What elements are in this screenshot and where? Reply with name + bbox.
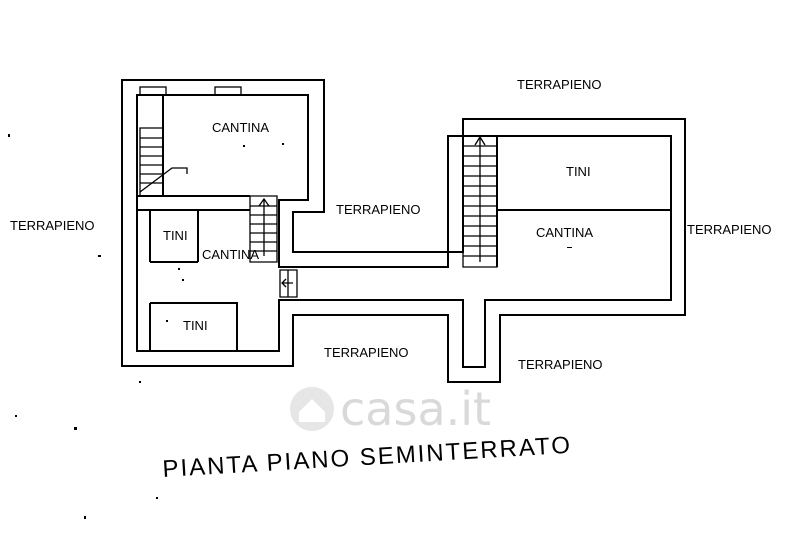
window-top-1 (139, 86, 167, 96)
stair-top-left-arrow (139, 167, 188, 193)
stair-middle-arrow (258, 197, 270, 256)
corridor-door (279, 269, 298, 298)
stair-top-left (139, 127, 188, 197)
stair-middle (249, 195, 278, 263)
stair-right (462, 135, 498, 268)
label-cantina-right: CANTINA (536, 225, 593, 240)
label-cantina-top-left: CANTINA (212, 120, 269, 135)
scan-specks (8, 134, 572, 519)
right-building (462, 135, 671, 268)
label-tini-right: TINI (566, 164, 591, 179)
left-building-outer-wall (121, 79, 686, 383)
window-top-2 (214, 86, 242, 96)
label-terrapieno-top: TERRAPIENO (517, 77, 602, 92)
label-terrapieno-left: TERRAPIENO (10, 218, 95, 233)
left-building-inner-wall (136, 94, 672, 368)
watermark-house-icon (290, 387, 334, 431)
lower-left-walls (137, 209, 250, 351)
label-terrapieno-middle: TERRAPIENO (336, 202, 421, 217)
label-tini-bottom-left: TINI (183, 318, 208, 333)
left-building (121, 79, 686, 383)
plan-title: PIANTA PIANO SEMINTERRATO (162, 432, 573, 483)
label-terrapieno-right: TERRAPIENO (687, 222, 772, 237)
label-cantina-middle-left: CANTINA (202, 247, 259, 262)
watermark: casa.it (290, 382, 491, 436)
corridor-door-arrow (281, 278, 293, 288)
label-terrapieno-bottom-center: TERRAPIENO (324, 345, 409, 360)
stair-right-arrow (474, 135, 486, 262)
label-terrapieno-bottom-right: TERRAPIENO (518, 357, 603, 372)
watermark-text: casa.it (340, 382, 491, 436)
label-tini-left: TINI (163, 228, 188, 243)
